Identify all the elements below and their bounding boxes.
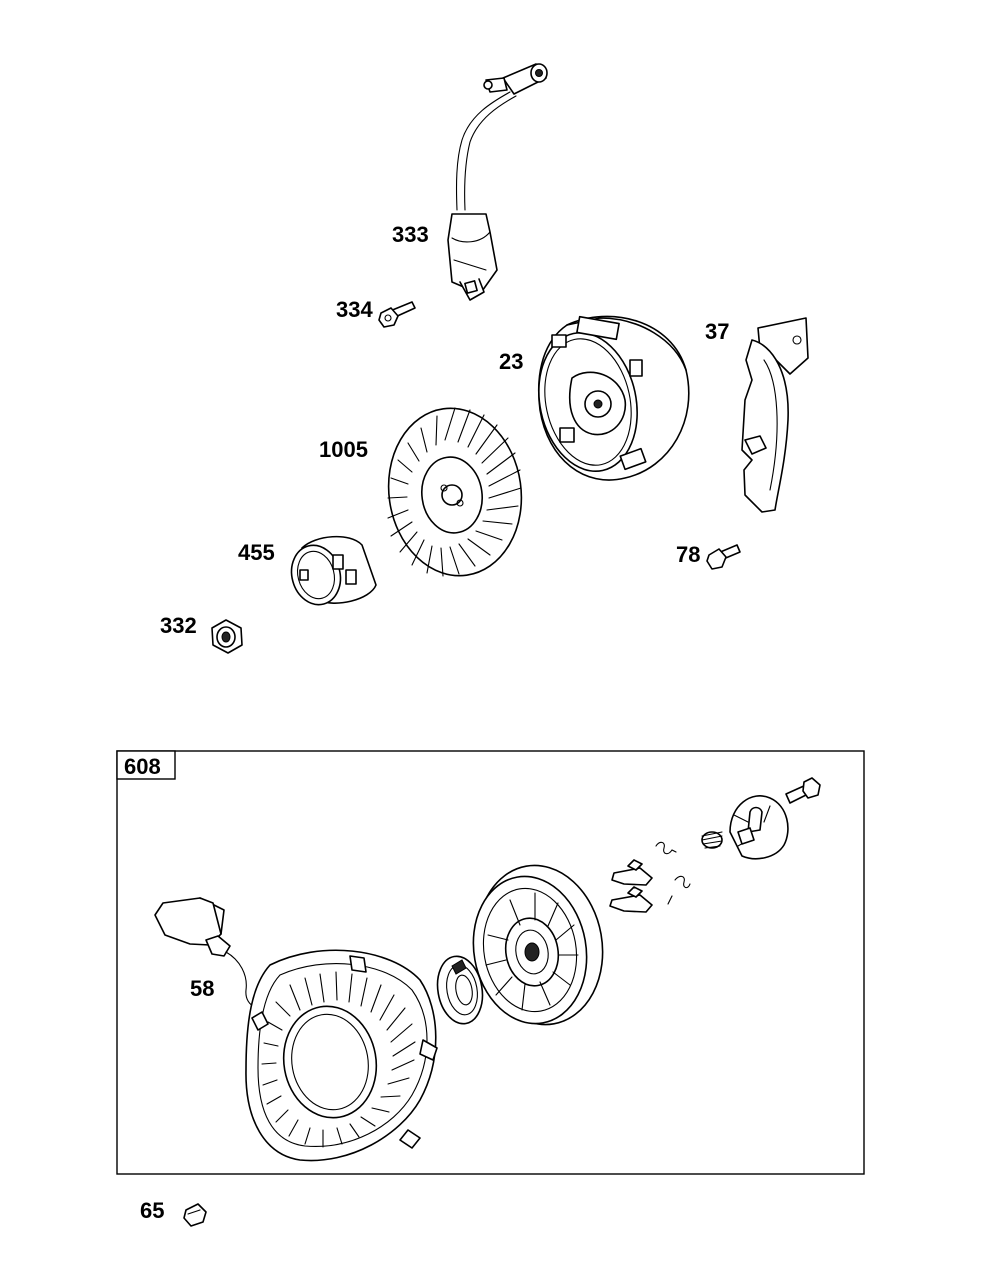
ratchet-screw xyxy=(785,777,821,804)
callout-332: 332 xyxy=(160,613,197,638)
starter-cup xyxy=(290,535,377,606)
ignition-coil xyxy=(447,63,548,301)
inset-608: 608 xyxy=(116,750,865,1175)
callout-65: 65 xyxy=(140,1198,164,1223)
callout-58: 58 xyxy=(190,976,214,1001)
recoil-spring xyxy=(436,955,484,1025)
cooling-fan xyxy=(387,407,523,577)
callout-455: 455 xyxy=(238,540,275,565)
callout-333: 333 xyxy=(392,222,429,247)
guide-screw xyxy=(706,544,741,570)
callout-1005: 1005 xyxy=(319,437,368,462)
callout-334: 334 xyxy=(336,297,373,322)
rewind-starter-housing xyxy=(245,949,438,1162)
starter-handle xyxy=(154,897,257,1009)
screw-65 xyxy=(183,1203,207,1227)
pawl-springs xyxy=(655,841,691,905)
inset-label: 608 xyxy=(124,754,161,779)
ratchet-spring xyxy=(701,831,723,849)
flywheel-nut xyxy=(211,619,243,654)
air-guide xyxy=(741,317,809,513)
callout-78: 78 xyxy=(676,542,700,567)
starter-pulley xyxy=(472,864,604,1026)
coil-screw xyxy=(378,301,416,328)
ratchet-retainer xyxy=(729,795,789,860)
starter-pawls xyxy=(609,859,653,913)
callout-37: 37 xyxy=(705,319,729,344)
callout-23: 23 xyxy=(499,349,523,374)
flywheel xyxy=(537,315,690,481)
